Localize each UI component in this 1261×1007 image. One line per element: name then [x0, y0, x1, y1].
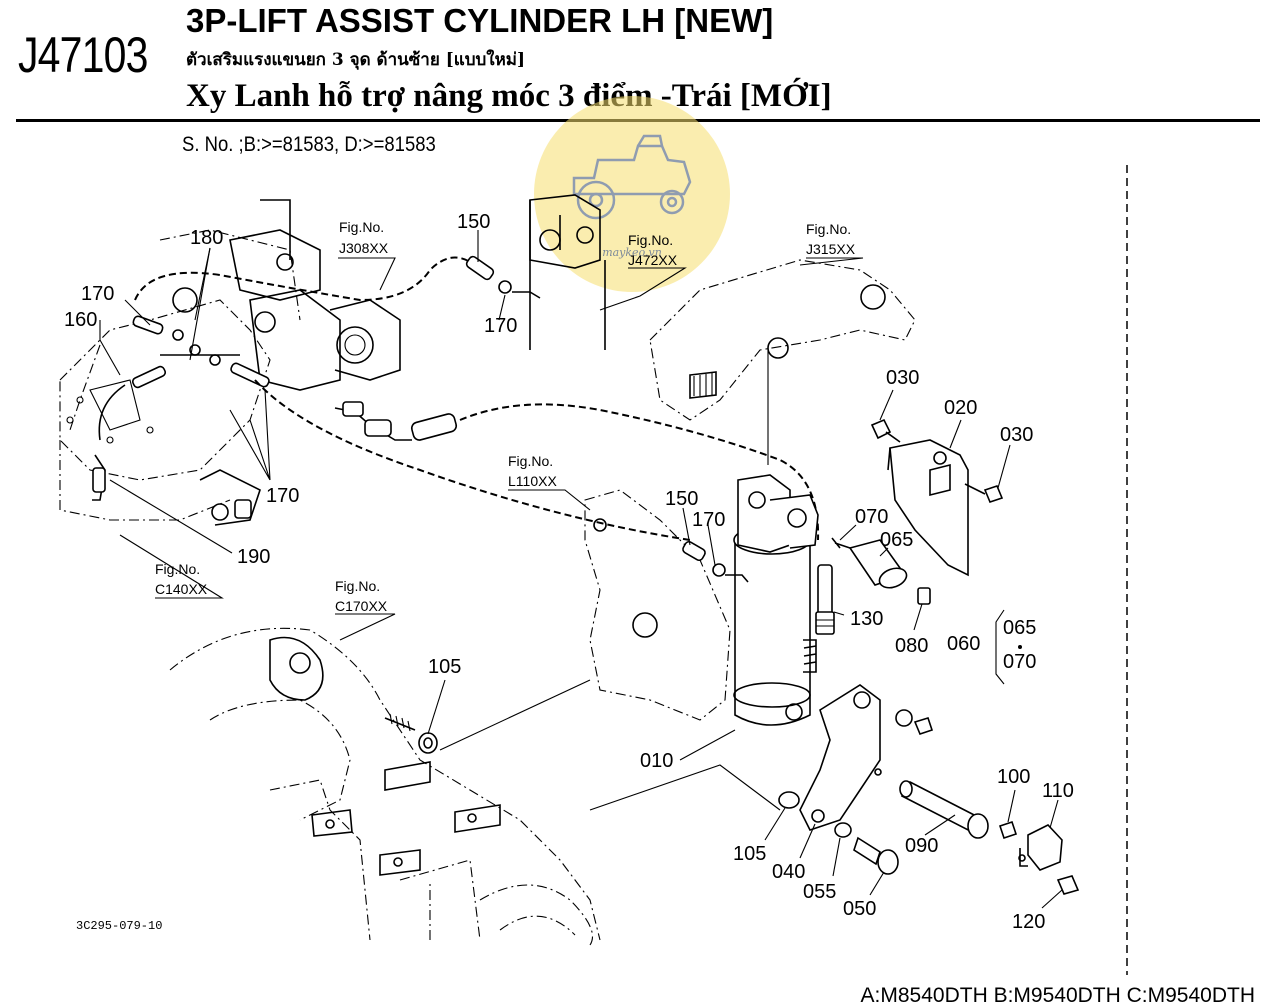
bolt-120: [1056, 875, 1080, 895]
callout-065: 065: [880, 529, 913, 551]
callout-170-left: 170: [81, 283, 114, 305]
bolt-030-left: [870, 418, 901, 443]
callout-030-left: 030: [886, 367, 919, 389]
hose-clamp-170-middle: [712, 563, 726, 577]
callout-150-middle: 150: [665, 488, 698, 510]
callout-010: 010: [640, 750, 673, 772]
watermark-logo: maykeo.vn: [534, 96, 730, 292]
callout-055: 055: [803, 881, 836, 903]
fig-ref-6-line1: Fig.No.: [335, 578, 380, 594]
callout-040: 040: [772, 861, 805, 883]
hose-clamp-170-upper: [498, 280, 512, 294]
fig-ref-4-line1: Fig.No.: [508, 453, 553, 469]
title-thai: ตัวเสริมแรงแขนยก 3 จุด ด้านซ้าย [แบบใหม่…: [186, 50, 526, 70]
fig-ref-5-line2: C140XX: [155, 581, 208, 597]
callout-170-upper: 170: [484, 315, 517, 337]
bolt-050: [853, 836, 899, 875]
fig-ref-1-line2: J308XX: [339, 240, 389, 256]
fig-ref-6-line2: C170XX: [335, 598, 388, 614]
fig-ref-4-line2: L110XX: [508, 473, 557, 489]
nut-upper: [895, 709, 913, 727]
applicable-models: A:M8540DTH B:M9540DTH C:M9540DTH: [860, 984, 1255, 1007]
callout-100: 100: [997, 766, 1030, 788]
bracket-l110: [584, 489, 731, 721]
tractor-icon: [572, 134, 692, 220]
callout-065-group: 065: [1003, 617, 1036, 639]
hydraulic-hose-upper: [134, 256, 471, 302]
callout-105-left: 105: [428, 656, 461, 678]
callout-150-upper: 150: [457, 211, 490, 233]
part-callouts: 180 150 170 160 170 170 190 150 170 030 …: [64, 211, 1074, 933]
callout-070-group: 070: [1003, 651, 1036, 673]
cover-plate-020: [887, 439, 969, 577]
callout-170-middle: 170: [692, 509, 725, 531]
callout-070: 070: [855, 506, 888, 528]
group-brace-060: [995, 609, 1005, 685]
figure-reference-labels: Fig.No. J308XX Fig.No. J472XX Fig.No. J3…: [155, 219, 856, 614]
callout-020: 020: [944, 397, 977, 419]
callout-190: 190: [237, 546, 270, 568]
title-english: 3P-LIFT ASSIST CYLINDER LH [NEW]: [186, 2, 774, 39]
fig-ref-2-line2: J472XX: [628, 252, 678, 268]
callout-050: 050: [843, 898, 876, 920]
washer-105-right: [778, 791, 800, 809]
hose-end-150-middle: [682, 540, 706, 562]
upper-cylinder-j472: [529, 194, 606, 350]
fig-ref-1-line1: Fig.No.: [339, 219, 384, 235]
callout-030-right: 030: [1000, 424, 1033, 446]
callout-130: 130: [850, 608, 883, 630]
screw-080: [917, 587, 931, 605]
drawing-code: 3C295-079-10: [76, 919, 162, 933]
fig-ref-5-line1: Fig.No.: [155, 561, 200, 577]
callout-060: 060: [947, 633, 980, 655]
fig-ref-3-line1: Fig.No.: [806, 221, 851, 237]
elbow-upper: [512, 291, 541, 299]
bolt-105-left: [384, 713, 438, 754]
title-vietnamese: Xy Lanh hỗ trợ nâng móc 3 điểm -Trái [MỚ…: [186, 78, 832, 114]
elbow-middle: [725, 574, 749, 583]
callout-110: 110: [1042, 780, 1074, 802]
bolt-100: [998, 820, 1018, 840]
leader-lines: [99, 230, 1063, 909]
serial-range: S. No. ;B:>=81583, D:>=81583: [182, 133, 436, 156]
callout-120: 120: [1012, 911, 1045, 933]
pin-090: [899, 780, 989, 839]
nut-upper-2: [913, 717, 934, 735]
callout-170-lower: 170: [266, 485, 299, 507]
page-code: J47103: [18, 27, 148, 83]
bolt-030-right: [964, 483, 1004, 503]
lift-cylinder-010: [733, 474, 819, 726]
callout-090: 090: [905, 835, 938, 857]
callout-160: 160: [64, 309, 97, 331]
sensor-065: [831, 537, 908, 589]
callout-080: 080: [895, 635, 928, 657]
hydraulic-hose-lower: [254, 379, 691, 541]
fig-ref-3-line2: J315XX: [806, 241, 856, 257]
rear-axle-housing-c170: [169, 627, 601, 946]
hose-end-150-upper: [465, 255, 495, 281]
hose-fittings-left: [98, 315, 270, 441]
lift-arm-j315: [649, 259, 916, 465]
fig-ref-2-line1: Fig.No.: [628, 232, 673, 248]
cap-110: [1018, 824, 1063, 871]
callout-180: 180: [190, 227, 223, 249]
watermark-text: maykeo.vn: [602, 246, 662, 259]
callout-105-right: 105: [733, 843, 766, 865]
plate-040: [799, 684, 882, 831]
fitting-130: [815, 564, 835, 635]
washer-055: [834, 822, 852, 838]
